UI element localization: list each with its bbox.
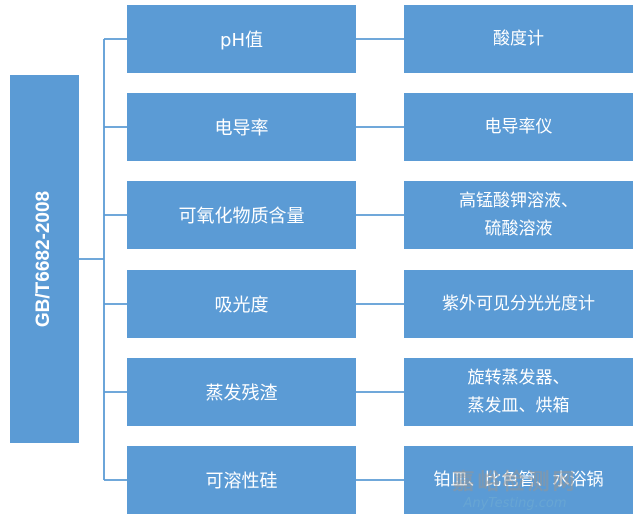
item-box-absorbance: 吸光度 [127,270,356,338]
instrument-label: 旋转蒸发器、 蒸发皿、烘箱 [467,368,570,416]
instrument-box-conductivity: 电导率仪 [404,93,633,161]
standard-box: GB/T6682-2008 [10,75,79,443]
instrument-box-residue: 旋转蒸发器、 蒸发皿、烘箱 [404,358,633,426]
item-label: pH值 [220,30,263,51]
item-label: 可溶性硅 [205,471,278,492]
item-label: 吸光度 [214,295,269,316]
item-label: 可氧化物质含量 [178,206,305,227]
instrument-label: 紫外可见分光光度计 [442,294,595,314]
item-box-oxidizable: 可氧化物质含量 [127,181,356,249]
instrument-box-oxidizable: 高锰酸钾溶液、 硫酸溶液 [404,181,633,249]
instrument-box-absorbance: 紫外可见分光光度计 [404,270,633,338]
instrument-label: 酸度计 [493,29,544,49]
instrument-box-silicon: 铂皿、比色管、水浴锅 [404,446,633,514]
item-box-conductivity: 电导率 [127,93,356,161]
item-label: 电导率 [214,118,269,139]
item-box-silicon: 可溶性硅 [127,446,356,514]
item-label: 蒸发残渣 [205,383,278,404]
standard-label: GB/T6682-2008 [33,190,55,328]
item-box-ph: pH值 [127,5,356,73]
instrument-label: 铂皿、比色管、水浴锅 [433,470,604,490]
instrument-label: 高锰酸钾溶液、 硫酸溶液 [459,191,578,239]
instrument-label: 电导率仪 [484,117,553,137]
item-box-residue: 蒸发残渣 [127,358,356,426]
instrument-box-ph: 酸度计 [404,5,633,73]
